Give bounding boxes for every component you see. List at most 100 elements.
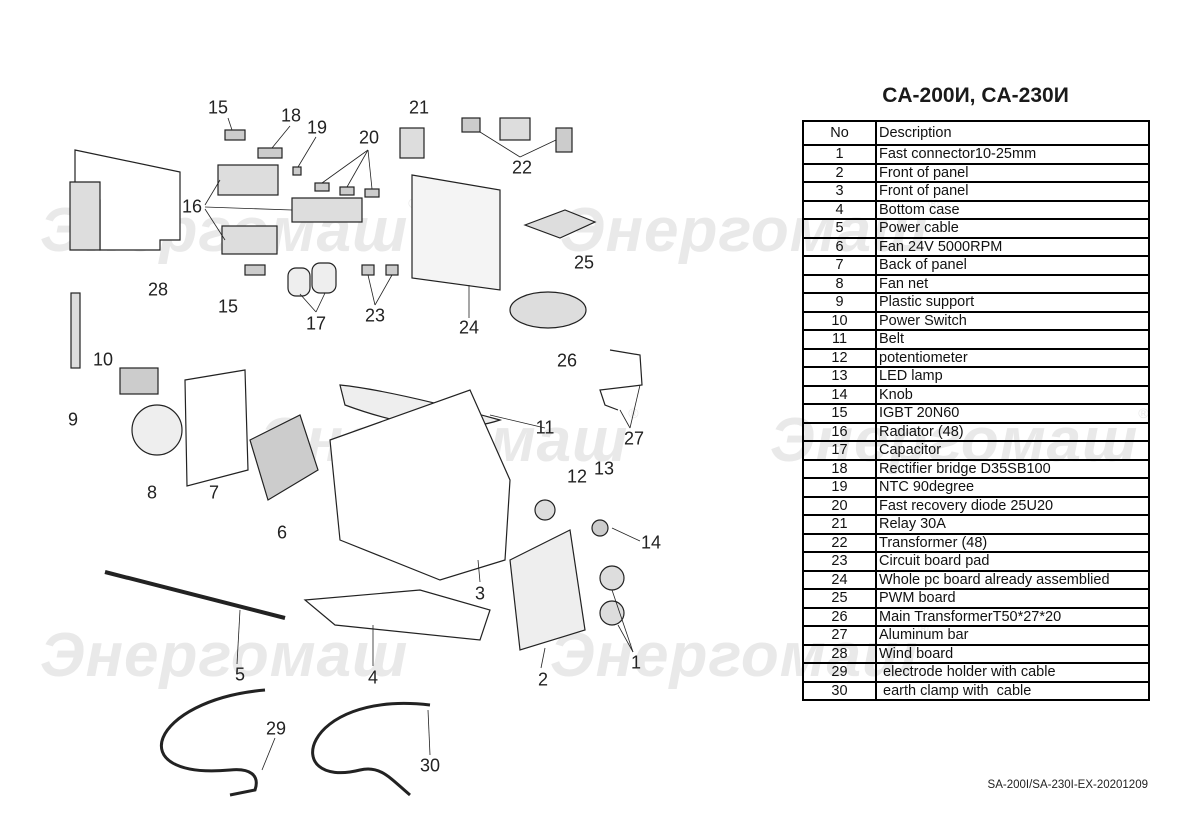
callout-9: 9 (67, 409, 79, 430)
callout-29: 29 (265, 718, 287, 739)
callout-1: 1 (630, 652, 642, 673)
power-switch (119, 367, 159, 395)
radiator (217, 164, 363, 255)
part-description: PWM board (875, 588, 1150, 609)
part-number: 2 (802, 162, 877, 183)
callout-23: 23 (364, 305, 386, 326)
back-panel (184, 369, 249, 487)
power-cable (104, 570, 286, 620)
callout-11: 11 (535, 417, 555, 438)
callout-10: 10 (92, 349, 114, 370)
part-description: Fan net (875, 273, 1150, 294)
part-number: 13 (802, 366, 877, 387)
callout-18: 18 (280, 105, 302, 126)
part-description: electrode holder with cable (875, 662, 1150, 683)
part-description: Main TransformerT50*27*20 (875, 606, 1150, 627)
model-title: CA-200И, CA-230И (882, 84, 1069, 107)
callout-8: 8 (146, 482, 158, 503)
capacitor (287, 262, 337, 297)
part-description: IGBT 20N60 (875, 403, 1150, 424)
part-number: 7 (802, 255, 877, 276)
part-number: 4 (802, 199, 877, 220)
callout-14: 14 (640, 532, 662, 553)
earth-clamp-cable (311, 702, 431, 797)
transformer (555, 127, 573, 153)
callout-13: 13 (593, 458, 615, 479)
bottom-case (303, 589, 491, 641)
fan (249, 414, 319, 501)
callout-20: 20 (358, 127, 380, 148)
callout-19: 19 (306, 117, 328, 138)
table-header-row: No Description (802, 120, 1150, 146)
part-description: Knob (875, 384, 1150, 405)
part-number: 9 (802, 292, 877, 313)
part-description: Capacitor (875, 440, 1150, 461)
part-description: potentiometer (875, 347, 1150, 368)
main-transformer (509, 291, 587, 329)
part-description: Radiator (48) (875, 421, 1150, 442)
rectifier-bridge (257, 147, 283, 159)
front-panel (509, 529, 586, 651)
part-description: Rectifier bridge D35SB100 (875, 458, 1150, 479)
callout-15: 15 (217, 296, 239, 317)
callout-28: 28 (147, 279, 169, 300)
part-description: Front of panel (875, 181, 1150, 202)
part-description: Wind board (875, 643, 1150, 664)
part-description: Belt (875, 329, 1150, 350)
part-number: 27 (802, 625, 877, 646)
part-number: 25 (802, 588, 877, 609)
diodes (314, 182, 380, 198)
part-number: 17 (802, 440, 877, 461)
column-header-description: Description (875, 120, 1150, 146)
callout-30: 30 (419, 755, 441, 776)
part-number: 1 (802, 144, 877, 165)
part-number: 16 (802, 421, 877, 442)
callout-12: 12 (566, 466, 588, 487)
callout-21: 21 (408, 97, 430, 118)
part-number: 10 (802, 310, 877, 331)
igbt (224, 129, 246, 141)
electrode-holder-cable (159, 688, 266, 797)
part-description: LED lamp (875, 366, 1150, 387)
part-number: 6 (802, 236, 877, 257)
part-number: 18 (802, 458, 877, 479)
part-description: earth clamp with cable (875, 680, 1150, 701)
table-row: 30 earth clamp with cable (802, 680, 1150, 701)
callout-24: 24 (458, 317, 480, 338)
part-number: 22 (802, 532, 877, 553)
aluminum-bar (599, 349, 643, 411)
part-number: 11 (802, 329, 877, 350)
part-number: 26 (802, 606, 877, 627)
part-number: 12 (802, 347, 877, 368)
ntc (292, 166, 302, 176)
igbt (244, 264, 266, 276)
callout-2: 2 (537, 669, 549, 690)
cover (329, 389, 511, 581)
fan-net (131, 404, 183, 456)
callout-3: 3 (474, 583, 486, 604)
part-number: 29 (802, 662, 877, 683)
callout-16: 16 (181, 196, 203, 217)
exploded-parts-diagram (69, 117, 643, 797)
part-number: 23 (802, 551, 877, 572)
part-number: 8 (802, 273, 877, 294)
callout-15: 15 (207, 97, 229, 118)
